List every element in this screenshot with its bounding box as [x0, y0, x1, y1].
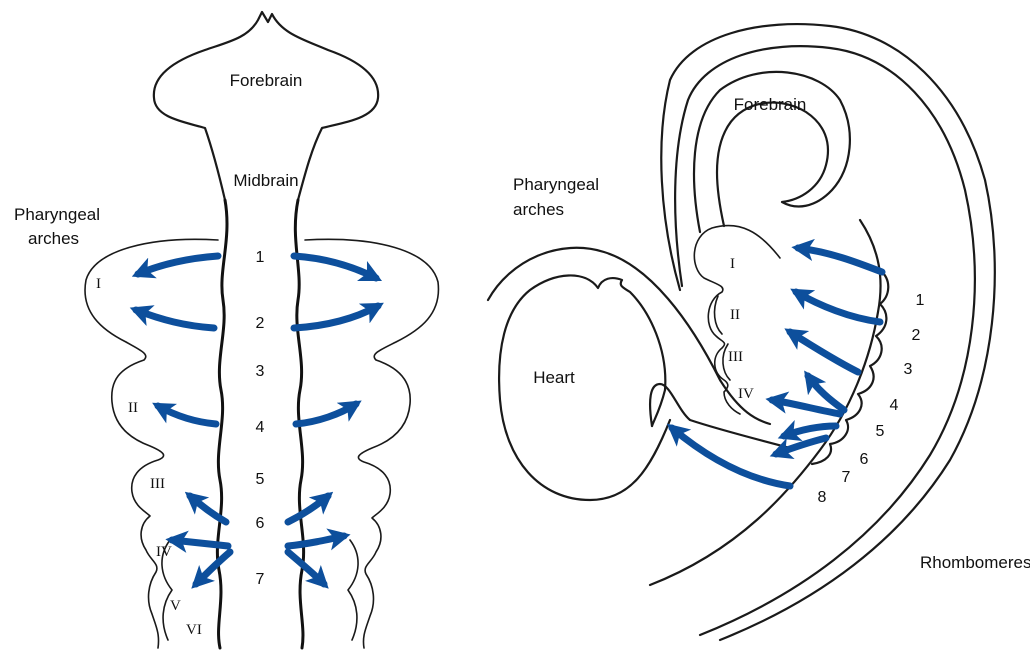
- left-forebrain-label: Forebrain: [230, 71, 303, 90]
- right-rhombomere-3: 3: [904, 361, 913, 378]
- right-arrow-r3: [790, 332, 858, 372]
- right-heart-outline: [499, 275, 670, 500]
- left-arrow-r2-left: [136, 310, 214, 328]
- right-heart-label: Heart: [533, 368, 575, 387]
- right-migration-arrows: [672, 248, 882, 486]
- right-heart-vessel: [650, 384, 790, 448]
- left-arch-IV: IV: [156, 544, 172, 560]
- left-arches-label-line1: Pharyngeal: [14, 205, 100, 224]
- right-embryo-outer-1: [661, 24, 995, 640]
- left-rhombomere-7: 7: [256, 571, 265, 588]
- right-arches-inner: [715, 296, 730, 380]
- right-arrow-r8: [672, 428, 790, 486]
- right-arch-II: II: [730, 307, 740, 323]
- right-rhombomeres-label: Rhombomeres: [920, 553, 1030, 572]
- left-arrow-r4-right: [296, 404, 356, 424]
- right-pharyngeal-wall: [488, 248, 770, 424]
- left-arches-inner-right: [348, 540, 358, 640]
- left-arrow-r6-mid-right: [288, 536, 344, 546]
- right-rhombomere-2: 2: [912, 327, 921, 344]
- left-arch-VI: VI: [186, 622, 202, 638]
- right-arch-I: I: [730, 256, 735, 272]
- right-arches-label-line1: Pharyngeal: [513, 175, 599, 194]
- left-arches-label-line2: arches: [28, 229, 79, 248]
- right-rhombomere-1: 1: [916, 292, 925, 309]
- left-arrow-r4-left: [158, 406, 216, 424]
- right-arrow-r2: [796, 292, 880, 322]
- right-arch-IV: IV: [738, 386, 754, 402]
- left-arrow-r1-right: [294, 256, 376, 278]
- left-rhombomere-3: 3: [256, 363, 265, 380]
- right-panel: Forebrain Pharyngeal arches Heart Rhombo…: [488, 24, 1030, 640]
- right-arches-label-line2: arches: [513, 200, 564, 219]
- right-embryo-inner: [650, 220, 881, 585]
- right-rhombomere-6: 6: [860, 451, 869, 468]
- left-arch-II: II: [128, 400, 138, 416]
- left-arrow-r1-left: [138, 256, 218, 274]
- left-arch-III: III: [150, 476, 165, 492]
- left-panel: Forebrain Midbrain Pharyngeal arches 1 2…: [14, 12, 438, 648]
- right-arrow-r5: [784, 426, 836, 436]
- right-arch-III: III: [728, 349, 743, 365]
- right-rhombomere-4: 4: [890, 397, 899, 414]
- left-arrow-r7-lower-left: [196, 552, 230, 584]
- left-rhombomere-2: 2: [256, 315, 265, 332]
- right-forebrain-label: Forebrain: [734, 95, 807, 114]
- right-rhombomere-5: 5: [876, 423, 885, 440]
- left-arrow-r6-upper-right: [288, 496, 328, 522]
- left-rhombomere-5: 5: [256, 471, 265, 488]
- left-arrow-r7-lower-right: [288, 552, 324, 584]
- left-rhombomere-6: 6: [256, 515, 265, 532]
- left-midbrain-label: Midbrain: [233, 171, 298, 190]
- right-rhombomere-7: 7: [842, 469, 851, 486]
- left-arrow-r2-right: [294, 306, 378, 328]
- left-arrow-r6-mid-left: [172, 540, 228, 546]
- left-arch-I: I: [96, 276, 101, 292]
- left-rhombomere-4: 4: [256, 419, 265, 436]
- left-rhombomere-1: 1: [256, 249, 265, 266]
- left-arch-V: V: [170, 598, 181, 614]
- right-arrow-r1: [798, 248, 882, 272]
- right-rhombomere-8: 8: [818, 489, 827, 506]
